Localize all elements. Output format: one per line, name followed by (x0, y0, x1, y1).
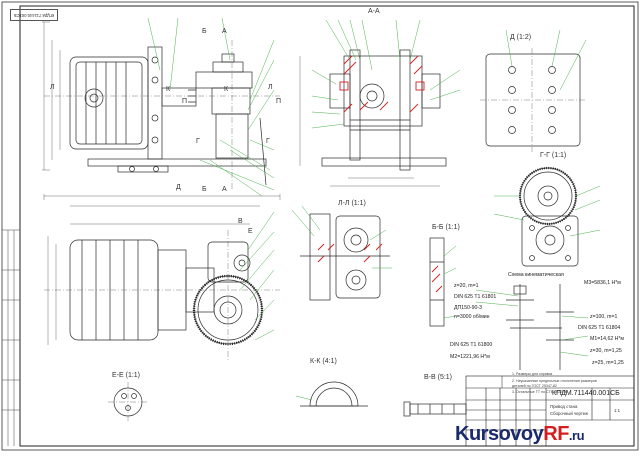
main-view (69, 46, 267, 186)
note-1: 1. Размеры для справок (512, 372, 553, 376)
section-a-a-leaders (311, 19, 461, 129)
plan-centrelines (44, 230, 280, 360)
section-mark-b-top: Б (202, 28, 207, 35)
section-mark-l-left: Л (50, 84, 55, 91)
section-k-k-leaders (295, 395, 313, 401)
title-block-doc-code: КПДМ.711440.001СБ (552, 390, 620, 397)
view-title-v-v: В-В (5:1) (424, 374, 453, 381)
kinematic-m2: M2=1221,96 Н*м (450, 354, 490, 360)
kinematic-z30: z=30, m=1,25 (590, 348, 622, 354)
kinematic-leaders (475, 289, 589, 357)
section-mark-p-left: П (182, 98, 188, 105)
view-title-b-b: Б-Б (1:1) (432, 224, 460, 231)
section-mark-v: В (238, 218, 243, 225)
section-mark-k-right: К (224, 86, 229, 93)
inner-frame (19, 5, 635, 447)
section-mark-e: Е (248, 228, 253, 235)
plan-leaders (239, 211, 275, 341)
kinematic-z100: z=100, m=1 (590, 314, 618, 320)
section-b-b-leaders (443, 245, 457, 319)
view-title-k-k: К-К (4:1) (310, 358, 337, 365)
plan-dimensions (47, 223, 250, 345)
section-a-a-hatch (339, 55, 425, 113)
watermark-part2: RF (543, 423, 569, 445)
section-b-b (429, 237, 445, 327)
title-block-scale: 1:1 (614, 408, 620, 413)
watermark-logo: KursovoyRF.ru (455, 423, 585, 449)
section-l-l-leaders (291, 205, 392, 269)
watermark-part1: Kursovoy (455, 423, 544, 445)
view-title-e-e: Е-Е (1:1) (112, 372, 141, 379)
section-mark-a-bottom: А (222, 186, 227, 193)
kinematic-din1: DIN 625 T1 61801 (454, 294, 497, 300)
binding-strip (2, 229, 20, 446)
view-title-a-a: А-А (368, 8, 380, 15)
main-centrelines (44, 40, 280, 190)
kinematic-m3: M3=5836,1 Н*м (584, 280, 621, 286)
view-title-g-g: Г-Г (1:1) (540, 152, 567, 159)
corner-stamp: КПДМ.711440.001СБ (10, 9, 58, 21)
section-v-v (403, 401, 467, 417)
watermark-part3: .ru (568, 428, 585, 443)
view-title-l-l: Л-Л (1:1) (338, 200, 366, 207)
section-mark-g-right: Г (266, 138, 270, 145)
view-d-leaders (505, 29, 587, 91)
section-l-l (300, 213, 390, 301)
view-d-centrelines (480, 48, 586, 152)
title-block (465, 375, 635, 447)
section-a-a-dims (299, 56, 440, 187)
section-mark-g-left: Г (196, 138, 200, 145)
note-2: 2. Неуказанные предельные отклонения раз… (512, 379, 597, 383)
section-b-b-hatch (431, 265, 443, 293)
plan-view (69, 239, 263, 345)
kinematic-scheme (506, 284, 574, 370)
kinematic-m1: M1=14,62 Н*м (590, 336, 624, 342)
kinematic-z25: z=25, m=1,25 (592, 360, 624, 366)
section-mark-k-left: К (166, 86, 171, 93)
section-mark-a-top: А (222, 28, 227, 35)
title-block-name-2: Сборочный чертеж (550, 411, 588, 416)
view-g-g-leaders (493, 185, 601, 237)
note-2-cont: деталей по ГОСТ 25347-82 (512, 384, 558, 388)
section-mark-d: Д (176, 184, 181, 191)
main-dimensions (42, 21, 281, 207)
kinematic-din3: DIN 625 T1 61800 (450, 342, 493, 348)
kinematic-din2: DIN 625 T1 61804 (578, 325, 621, 331)
section-a-a (321, 49, 447, 171)
section-mark-p-right: П (276, 98, 282, 105)
kinematic-speed: n=3000 об/мин (454, 314, 490, 320)
section-mark-b-bottom: Б (202, 186, 207, 193)
section-mark-l-right: Л (268, 84, 273, 91)
section-k-k (300, 381, 368, 407)
kinematic-heading: Схема кинематическая (508, 272, 564, 278)
kinematic-z20: z=20, m=1 (454, 283, 479, 289)
section-l-l-hatch (317, 243, 383, 263)
section-e-e-centrelines (108, 382, 148, 422)
note-3: 3. Остальные ТТ по СТБ 1022-96 (512, 390, 568, 394)
view-title-d: Д (1:2) (510, 34, 532, 41)
kinematic-motor: ДП150-90-3 (454, 305, 483, 311)
title-block-name-1: Привод стана (550, 404, 578, 409)
main-leaders (147, 17, 275, 197)
